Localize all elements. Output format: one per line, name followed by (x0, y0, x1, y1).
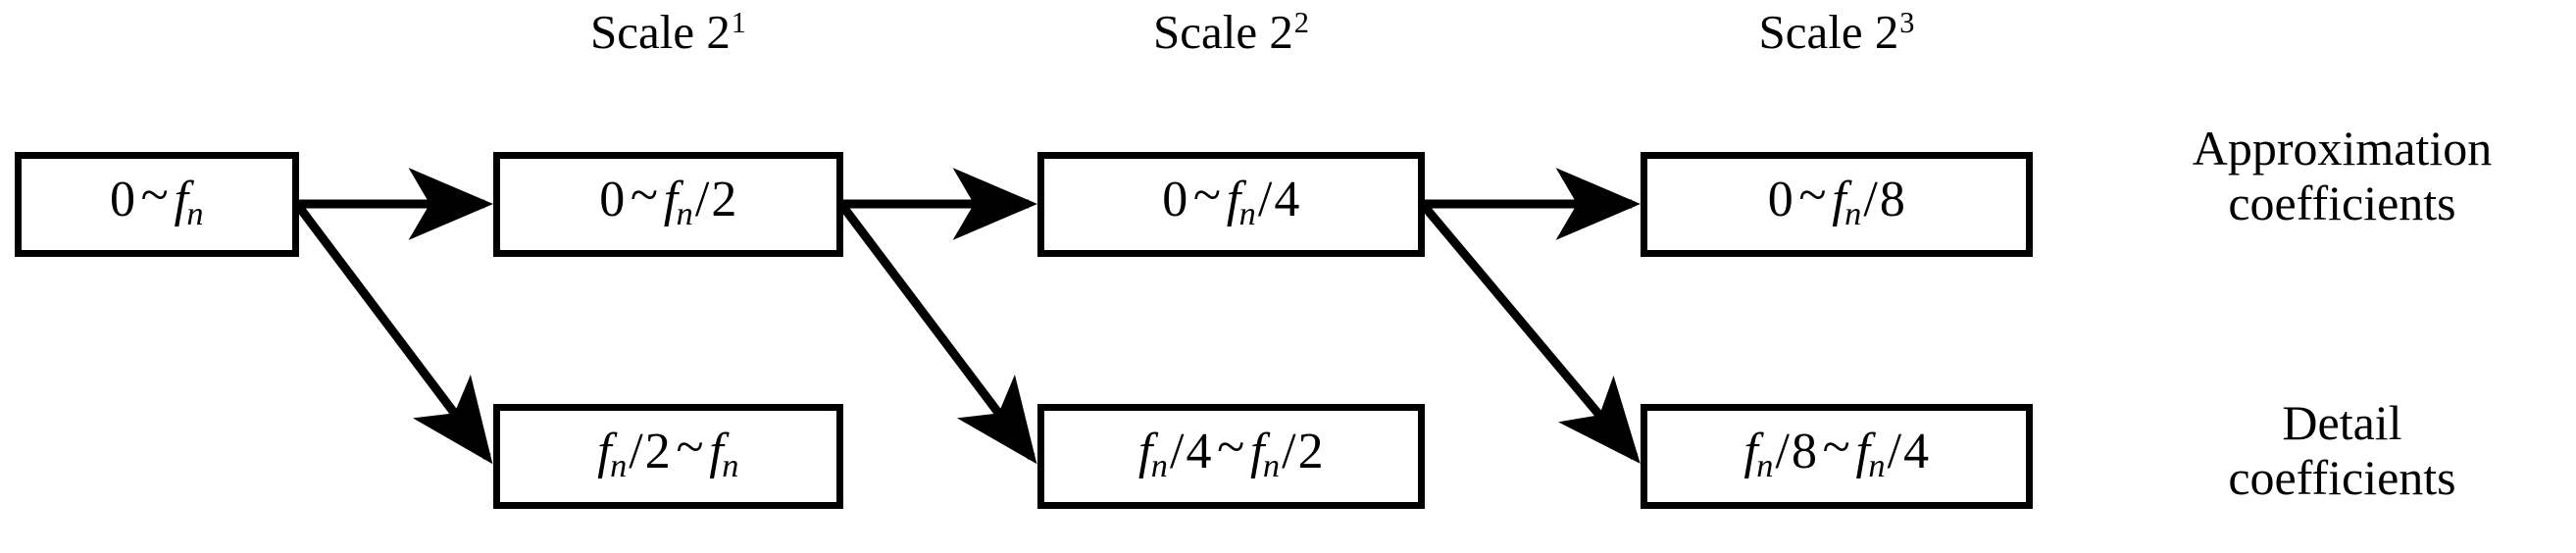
f-glyph: f (1743, 423, 1759, 479)
scale-label-3-exponent: 3 (1899, 6, 1915, 40)
slash-glyph: / (1775, 423, 1791, 479)
approximation-row-label-line2: coefficients (2228, 176, 2456, 230)
slash-glyph: / (1257, 171, 1273, 227)
tilde-glyph: ~ (140, 167, 170, 224)
detail-node-3[interactable]: fn/8~fn/4 (1641, 404, 2033, 509)
detail-row-label: Detail coefficients (2108, 395, 2576, 505)
tilde-glyph: ~ (1822, 419, 1851, 476)
denominator: 2 (711, 171, 737, 227)
approximation-node-2[interactable]: 0~fn/4 (1037, 152, 1425, 257)
f-glyph: f (663, 171, 679, 227)
tilde-glyph: ~ (676, 419, 705, 476)
approximation-node-3-label: 0~fn/8 (1767, 170, 1906, 233)
scale-label-2: Scale 22 (1037, 8, 1425, 56)
f-glyph: f (1226, 171, 1241, 227)
n-subscript: n (1262, 447, 1281, 485)
denominator: 4 (1274, 171, 1300, 227)
approximation-node-0-label: 0~fn (109, 170, 205, 233)
tilde-glyph: ~ (1217, 419, 1245, 476)
approximation-node-0[interactable]: 0~fn (15, 152, 299, 257)
scale-label-1-text: Scale 2 (590, 5, 731, 59)
approximation-node-2-label: 0~fn/4 (1162, 170, 1300, 233)
n-subscript: n (722, 447, 739, 485)
f-glyph: f (1250, 423, 1265, 479)
f-glyph: f (174, 171, 189, 227)
slash-glyph: / (1863, 171, 1879, 227)
detail-node-2[interactable]: fn/4~fn/2 (1037, 404, 1425, 509)
denominator: 8 (1879, 171, 1906, 227)
approximation-row-label-line1: Approximation (2192, 121, 2493, 176)
f-glyph: f (1832, 171, 1847, 227)
n-subscript: n (1238, 195, 1257, 233)
slash-glyph: / (1282, 423, 1297, 479)
lower-denominator: 8 (1791, 423, 1818, 479)
lower-denominator: 4 (1186, 423, 1212, 479)
arrow-a1-to-d2 (839, 204, 1037, 465)
approximation-node-3[interactable]: 0~fn/8 (1641, 152, 2033, 257)
scale-label-1-exponent: 1 (731, 6, 746, 40)
detail-node-1-label: fn/2~fn (597, 422, 739, 485)
n-subscript: n (610, 447, 628, 485)
f-glyph: f (1855, 423, 1871, 479)
scale-label-2-text: Scale 2 (1758, 5, 1899, 59)
tilde-glyph: ~ (1798, 167, 1828, 224)
scale-label-1: Scale 21 (493, 8, 843, 56)
approximation-row-label: Approximation coefficients (2108, 121, 2576, 230)
detail-row-label-line1: Detail (2282, 395, 2402, 450)
f-glyph: f (1137, 423, 1153, 479)
approximation-node-1[interactable]: 0~fn/2 (493, 152, 843, 257)
n-subscript: n (1868, 447, 1887, 485)
scale-label-3: Scale 23 (1641, 8, 2033, 56)
approximation-node-1-label: 0~fn/2 (599, 170, 737, 233)
zero-glyph: 0 (599, 171, 626, 227)
upper-denominator: 2 (1297, 423, 1325, 479)
arrow-a0-to-d1 (295, 204, 493, 465)
zero-glyph: 0 (109, 171, 136, 227)
n-subscript: n (186, 195, 205, 233)
detail-row-label-line2: coefficients (2228, 450, 2456, 505)
n-subscript: n (676, 195, 694, 233)
detail-node-1[interactable]: fn/2~fn (493, 404, 843, 509)
n-subscript: n (1844, 195, 1862, 233)
lower-denominator: 2 (644, 423, 672, 479)
slash-glyph: / (1169, 423, 1185, 479)
slash-glyph: / (694, 171, 710, 227)
zero-glyph: 0 (1162, 171, 1188, 227)
arrow-a2-to-d3 (1421, 204, 1641, 464)
scale-label-2-text: Scale 2 (1153, 5, 1293, 59)
f-glyph: f (597, 423, 613, 479)
n-subscript: n (1150, 447, 1169, 485)
tilde-glyph: ~ (630, 167, 659, 224)
zero-glyph: 0 (1767, 171, 1794, 227)
n-subscript: n (1756, 447, 1774, 485)
detail-node-3-label: fn/8~fn/4 (1743, 422, 1930, 485)
upper-denominator: 4 (1903, 423, 1930, 479)
detail-node-2-label: fn/4~fn/2 (1137, 422, 1325, 485)
slash-glyph: / (629, 423, 644, 479)
slash-glyph: / (1887, 423, 1902, 479)
f-glyph: f (709, 423, 725, 479)
tilde-glyph: ~ (1192, 167, 1222, 224)
scale-label-2-exponent: 2 (1293, 6, 1309, 40)
